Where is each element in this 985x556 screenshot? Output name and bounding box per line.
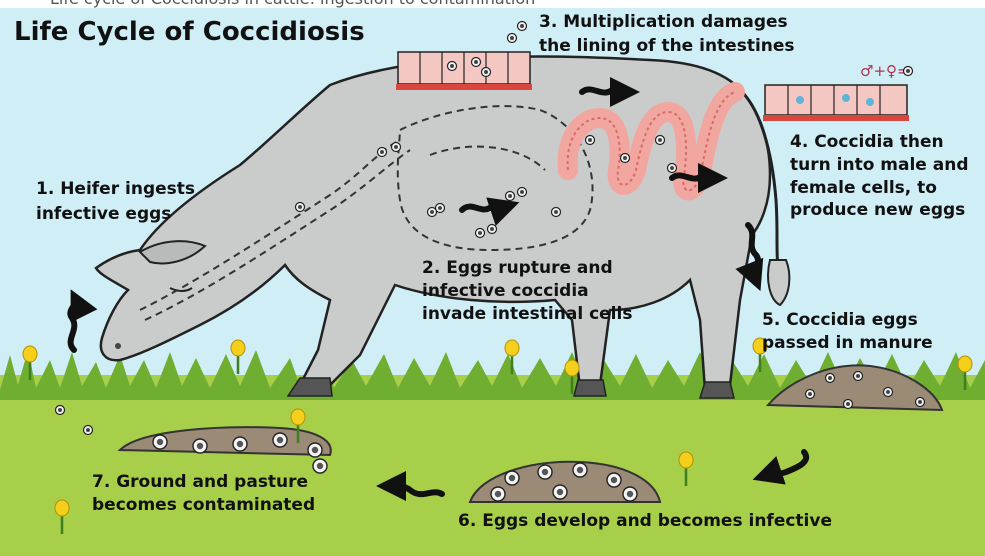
gender-symbols: ♂+♀=	[860, 62, 910, 80]
svg-text:5. Coccidia eggs: 5. Coccidia eggs	[762, 310, 918, 330]
svg-text:7. Ground and pasture: 7. Ground and pasture	[92, 472, 308, 492]
diagram-title: Life Cycle of Coccidiosis	[14, 17, 365, 47]
svg-text:6. Eggs develop and becomes in: 6. Eggs develop and becomes infective	[458, 511, 832, 531]
svg-text:infective eggs: infective eggs	[36, 204, 171, 224]
cropped-header-text: Life cycle of Coccidiosis in cattle: ing…	[0, 0, 985, 8]
svg-text:the lining of the intestines: the lining of the intestines	[539, 36, 795, 56]
svg-text:passed in manure: passed in manure	[762, 333, 933, 353]
svg-text:infective coccidia: infective coccidia	[422, 281, 589, 301]
step-6-label: 6. Eggs develop and becomes infective	[458, 511, 832, 531]
svg-text:turn into male and: turn into male and	[790, 155, 969, 175]
svg-text:female cells, to: female cells, to	[790, 178, 937, 198]
svg-text:1. Heifer ingests: 1. Heifer ingests	[36, 179, 195, 199]
intestinal-lining-cells-sexual	[763, 85, 909, 121]
svg-text:4. Coccidia then: 4. Coccidia then	[790, 132, 944, 152]
svg-text:produce new eggs: produce new eggs	[790, 200, 965, 220]
svg-text:becomes contaminated: becomes contaminated	[92, 495, 315, 515]
svg-text:invade intestinal cells: invade intestinal cells	[422, 304, 632, 324]
svg-text:2. Eggs rupture and: 2. Eggs rupture and	[422, 258, 613, 278]
svg-text:3. Multiplication damages: 3. Multiplication damages	[539, 12, 788, 32]
